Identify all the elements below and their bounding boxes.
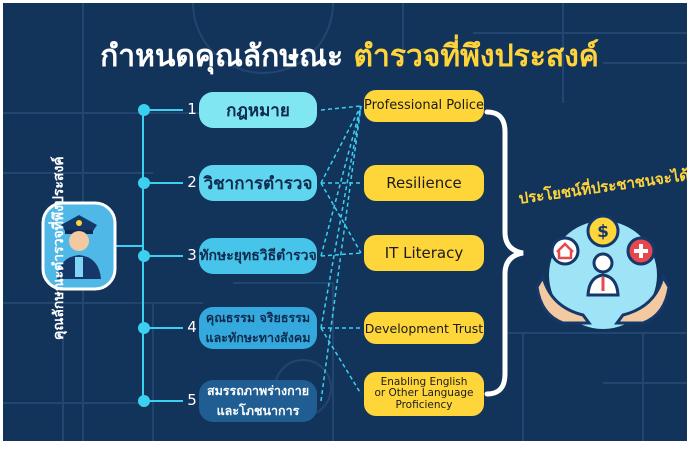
police-officer-icon xyxy=(41,201,117,291)
outcome-development-trust: Development Trust xyxy=(364,312,484,344)
mapping-line-10 xyxy=(320,327,362,395)
infographic-board: กำหนดคุณลักษณะ ตำรวจที่พึงประสงค์ คุณลัก… xyxy=(3,3,687,441)
outcome-language-line-3: Proficiency xyxy=(395,398,453,411)
item-dot-2 xyxy=(138,177,150,189)
characteristic-ethics: คุณธรรม จริยธรรม และทักษะทางสังคม xyxy=(199,307,317,349)
item-number-3: 3 xyxy=(187,246,197,264)
connector-lines xyxy=(113,105,362,402)
benefit-illustration: $ xyxy=(535,214,671,329)
outcome-language-line-2: or Other Language xyxy=(374,387,474,400)
characteristic-fitness-line-1: สมรรถภาพร่างกาย xyxy=(206,383,310,398)
mapping-line-1 xyxy=(320,105,362,111)
outcome-professional-police-text: Professional Police xyxy=(364,98,484,114)
characteristic-fitness: สมรรถภาพร่างกาย และโภชนาการ xyxy=(199,380,317,422)
outcome-resilience-text: Resilience xyxy=(386,174,462,192)
characteristics-vertical-label: คุณลักษณะตำรวจที่พึงประสงค์ xyxy=(51,156,67,340)
outcome-it-literacy: IT Literacy xyxy=(364,235,484,271)
right-brace xyxy=(484,109,524,397)
characteristic-tactics-text: ทักษะยุทธวิธีตำรวจ xyxy=(199,248,317,264)
mapping-line-9 xyxy=(320,105,362,402)
characteristic-tactics: ทักษะยุทธวิธีตำรวจ xyxy=(199,238,317,274)
characteristic-law: กฎหมาย xyxy=(199,92,317,128)
characteristic-fitness-line-2: และโภชนาการ xyxy=(216,403,300,418)
medical-cross-icon xyxy=(626,236,656,266)
dollar-coin-icon xyxy=(586,214,620,248)
house-icon xyxy=(550,236,580,266)
outcome-language-line-1: Enabling English xyxy=(380,376,468,389)
mapping-line-5 xyxy=(320,105,362,257)
mapping-line-4 xyxy=(320,182,362,254)
item-number-4: 4 xyxy=(187,318,197,336)
hands-icon xyxy=(535,273,671,325)
outcome-development-trust-text: Development Trust xyxy=(364,320,484,336)
characteristic-ethics-line-2: และทักษะทางสังคม xyxy=(205,330,311,345)
item-dot-1 xyxy=(138,104,150,116)
mapping-line-2 xyxy=(320,105,362,184)
item-dot-4 xyxy=(138,322,150,334)
characteristic-police-science: วิชาการตำรวจ xyxy=(199,165,317,201)
item-dot-5 xyxy=(138,395,150,407)
title-highlight: ตำรวจที่พึงประสงค์ xyxy=(353,39,599,74)
item-number-2: 2 xyxy=(187,173,197,191)
characteristic-ethics-line-1: คุณธรรม จริยธรรม xyxy=(205,310,311,325)
outcome-language-proficiency: Enabling English or Other Language Profi… xyxy=(364,372,484,416)
outcome-it-literacy-text: IT Literacy xyxy=(384,244,464,262)
characteristic-police-science-text: วิชาการตำรวจ xyxy=(203,173,313,194)
item-dot-3 xyxy=(138,250,150,262)
person-icon xyxy=(586,252,620,297)
mapping-line-7 xyxy=(320,105,362,329)
outcome-resilience: Resilience xyxy=(364,165,484,201)
item-number-5: 5 xyxy=(187,391,197,409)
page-title: กำหนดคุณลักษณะ ตำรวจที่พึงประสงค์ xyxy=(3,33,687,80)
characteristic-law-text: กฎหมาย xyxy=(226,100,290,121)
svg-text:$: $ xyxy=(597,222,609,242)
title-main: กำหนดคุณลักษณะ xyxy=(100,39,344,74)
outcome-professional-police: Professional Police xyxy=(364,90,484,122)
item-number-1: 1 xyxy=(187,100,197,118)
